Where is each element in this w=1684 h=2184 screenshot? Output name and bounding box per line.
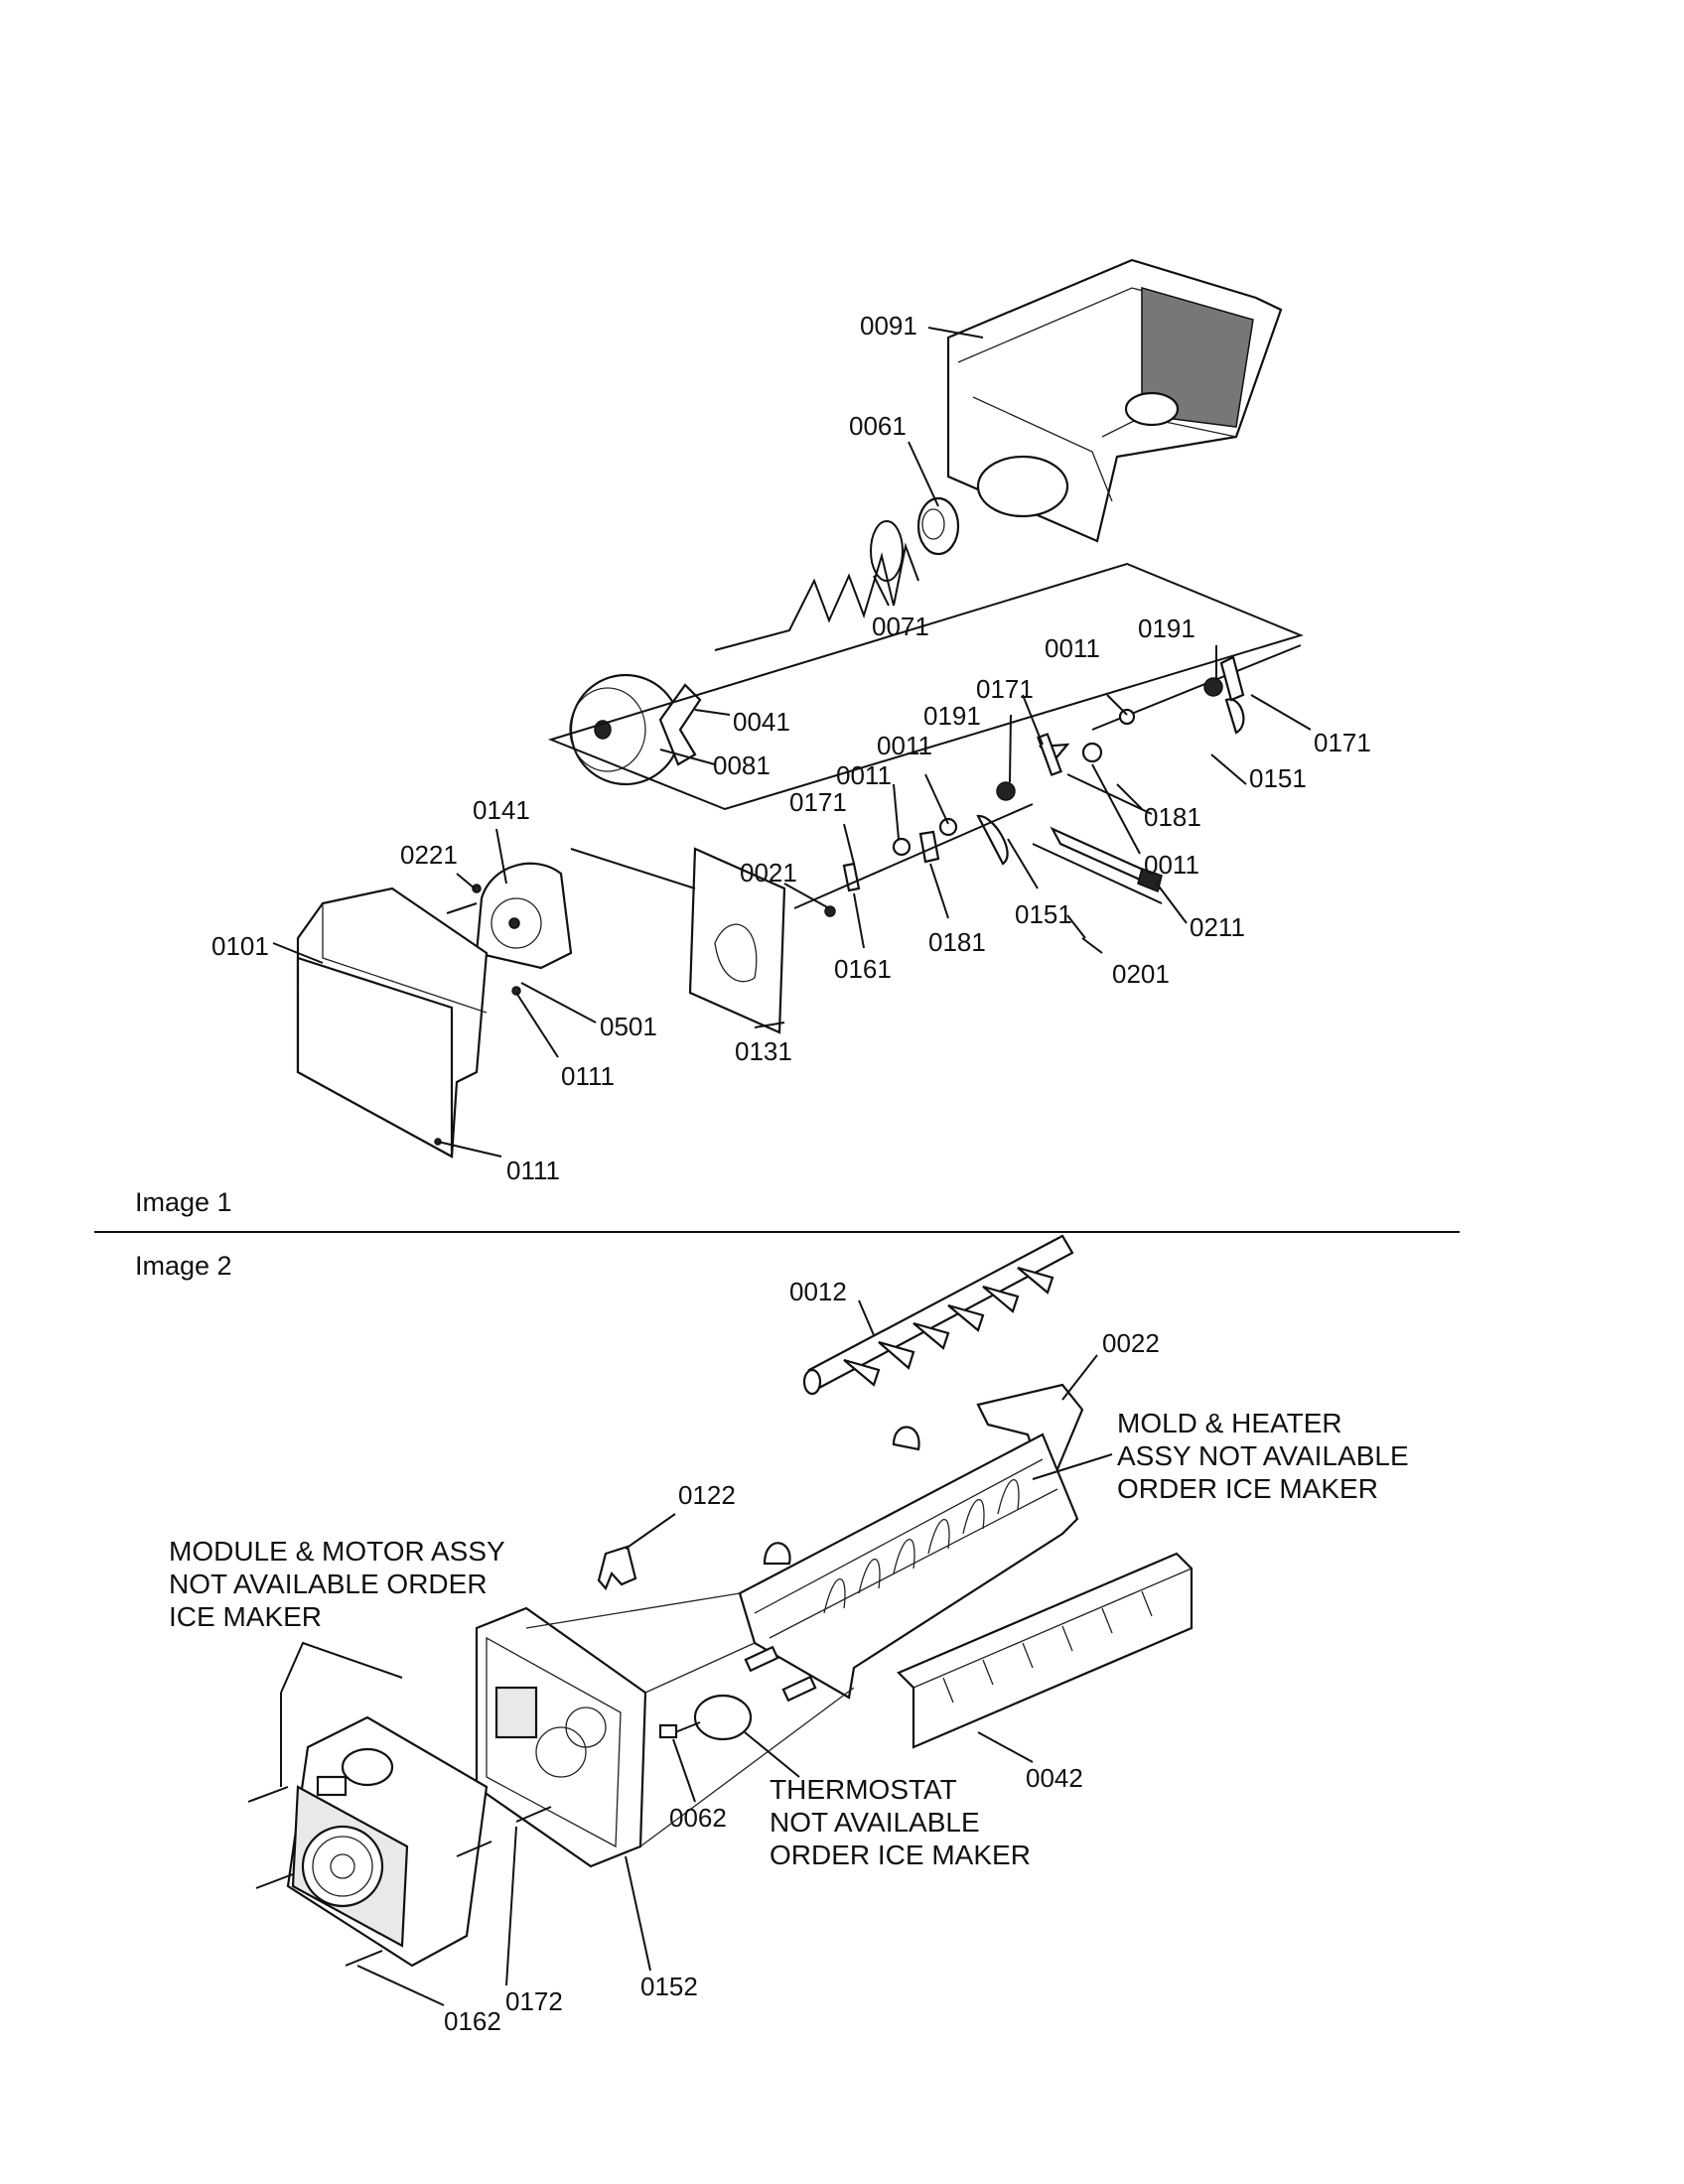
label-0181-a: 0181 (1144, 802, 1201, 832)
label-0042: 0042 (1026, 1763, 1083, 1793)
cover-0042 (897, 1552, 1193, 1749)
note-module-line1: MODULE & MOTOR ASSY (169, 1536, 505, 1567)
module-frame-0152 (475, 1606, 647, 1868)
note-thermo-line3: ORDER ICE MAKER (770, 1840, 1031, 1870)
label-0012: 0012 (789, 1277, 847, 1306)
label-0161: 0161 (834, 954, 892, 984)
ejector-0012 (802, 1234, 1074, 1396)
label-0111-b: 0111 (506, 1156, 560, 1185)
auger-spring-0071 (714, 520, 919, 651)
note-module-motor: MODULE & MOTOR ASSY NOT AVAILABLE ORDER … (169, 1536, 505, 1632)
note-module-line2: NOT AVAILABLE ORDER (169, 1569, 488, 1599)
label-0152: 0152 (640, 1972, 698, 2001)
motor-module (286, 1715, 489, 1968)
label-0101: 0101 (211, 931, 269, 961)
note-mold-line2: ASSY NOT AVAILABLE (1117, 1440, 1409, 1471)
part-labels-image2: 0012 0022 0122 0042 0062 0152 0172 0162 (444, 1277, 1160, 2036)
note-mold-line3: ORDER ICE MAKER (1117, 1473, 1378, 1504)
part-labels-image1: 0091 0061 0071 0041 0081 0011 0191 0171 … (211, 311, 1371, 1185)
label-0071: 0071 (872, 612, 929, 641)
label-0162: 0162 (444, 2006, 501, 2036)
leader-lines-image2 (356, 1299, 1113, 2006)
label-0021: 0021 (740, 858, 797, 887)
guide-lines-image2 (525, 1592, 855, 1847)
label-0172: 0172 (505, 1986, 563, 2016)
label-0011-e: 0011 (1144, 850, 1199, 880)
label-0211: 0211 (1190, 912, 1245, 942)
front-cover-0101 (296, 887, 489, 1159)
note-mold-heater: MOLD & HEATER ASSY NOT AVAILABLE ORDER I… (1117, 1408, 1409, 1504)
clip-0122 (597, 1545, 637, 1591)
exploded-plane-outline (547, 562, 1304, 811)
ice-bucket-0091 (946, 258, 1283, 543)
auger-wheel-0081 (569, 673, 702, 786)
label-0111-a: 0111 (561, 1061, 615, 1091)
label-0151-a: 0151 (1249, 763, 1307, 793)
label-0081: 0081 (713, 751, 771, 780)
module-note-bracket (280, 1641, 403, 1694)
label-0191-b: 0191 (923, 701, 981, 731)
shaft-assembly (793, 644, 1302, 939)
label-0062: 0062 (669, 1803, 727, 1833)
label-0091: 0091 (860, 311, 917, 341)
note-thermostat: THERMOSTAT NOT AVAILABLE ORDER ICE MAKER (770, 1774, 1031, 1870)
label-0181-b: 0181 (928, 927, 986, 957)
label-0201: 0201 (1112, 959, 1170, 989)
label-0141: 0141 (473, 795, 530, 825)
caption-image2: Image 2 (135, 1251, 232, 1281)
note-mold-line1: MOLD & HEATER (1117, 1408, 1342, 1438)
label-0171-a: 0171 (1314, 728, 1371, 757)
bearing-0061 (916, 496, 960, 556)
note-thermo-line1: THERMOSTAT (770, 1774, 957, 1805)
label-0061: 0061 (849, 411, 907, 441)
label-0041: 0041 (733, 707, 790, 737)
screws (247, 1786, 552, 1967)
label-0221: 0221 (400, 840, 458, 870)
label-0151-b: 0151 (1015, 899, 1072, 929)
leader-lines-image1 (272, 327, 1312, 1158)
housing-0141 (446, 862, 573, 970)
label-0131: 0131 (735, 1036, 792, 1066)
plate-0131 (570, 847, 786, 1034)
note-thermo-line2: NOT AVAILABLE (770, 1807, 980, 1838)
label-0191-a: 0191 (1138, 614, 1195, 643)
label-0022: 0022 (1102, 1328, 1160, 1358)
label-0171-b: 0171 (976, 674, 1034, 704)
thermostat (658, 1645, 817, 1741)
note-module-line3: ICE MAKER (169, 1601, 322, 1632)
label-0011-a: 0011 (1045, 633, 1100, 663)
label-0171-c: 0171 (789, 787, 847, 817)
label-0011-c: 0011 (836, 760, 892, 790)
caption-image1: Image 1 (135, 1187, 232, 1217)
label-0122: 0122 (678, 1480, 736, 1510)
label-0011-b: 0011 (877, 731, 932, 760)
label-0501: 0501 (600, 1012, 657, 1041)
